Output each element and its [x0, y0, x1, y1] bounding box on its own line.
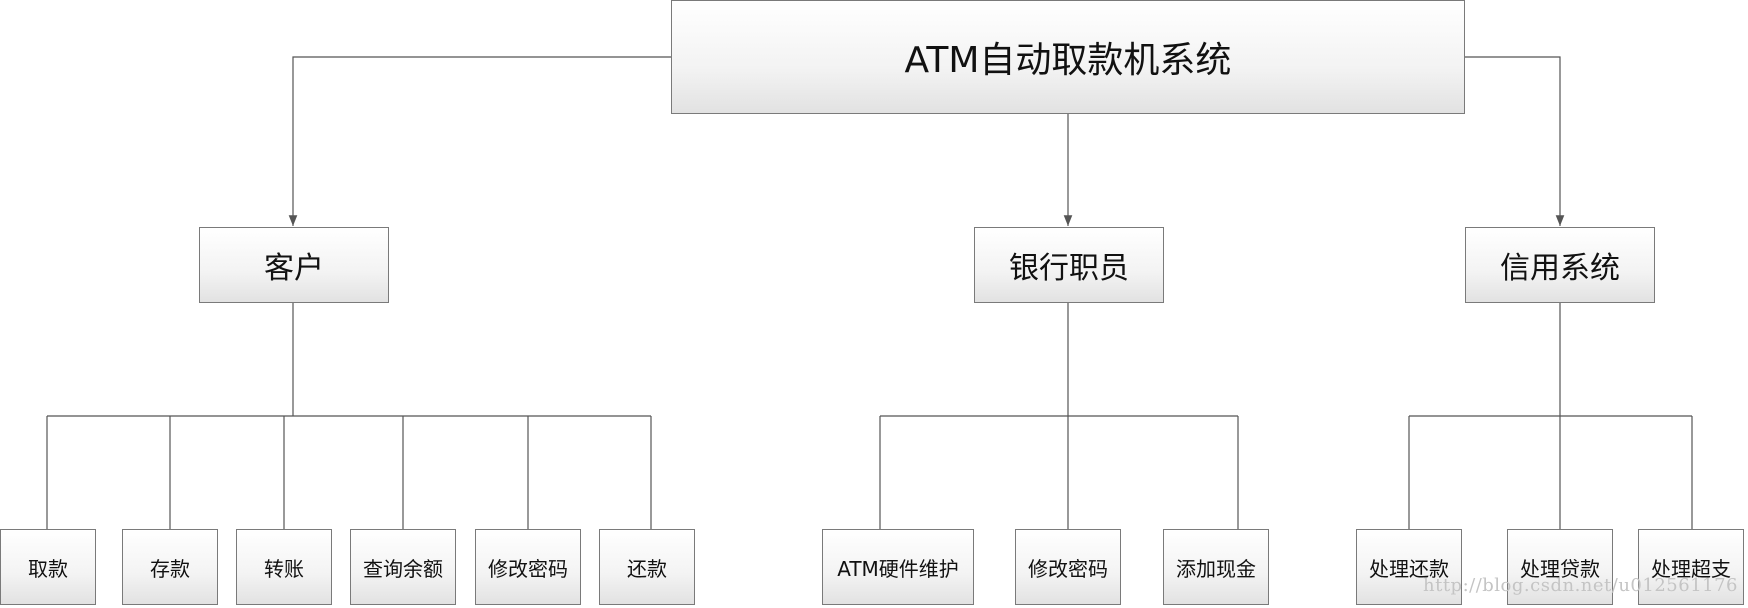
leaf-label: 修改密码: [488, 556, 568, 581]
connector-root-customer: [288, 56, 671, 226]
root-label: ATM自动取款机系统: [904, 40, 1232, 81]
root-node: ATM自动取款机系统: [671, 0, 1465, 114]
leaf-node: 修改密码: [1015, 529, 1121, 605]
leaf-label: ATM硬件维护: [837, 556, 959, 581]
leaf-label: 取款: [28, 556, 68, 581]
leaf-label: 查询余额: [363, 556, 443, 581]
leaf-label: 修改密码: [1028, 556, 1108, 581]
leaf-node: 处理贷款: [1507, 529, 1613, 605]
connector-root-credit: [1465, 56, 1565, 226]
leaf-label: 处理贷款: [1520, 556, 1600, 581]
leaf-node: 修改密码: [475, 529, 581, 605]
leaf-node: 取款: [0, 529, 96, 605]
leaf-label: 添加现金: [1176, 556, 1256, 581]
leaf-label: 存款: [150, 556, 190, 581]
leaf-node: 转账: [236, 529, 332, 605]
leaf-node: 存款: [122, 529, 218, 605]
branch-node-customer: 客户: [199, 227, 389, 303]
branch-label: 银行职员: [1009, 251, 1129, 286]
branch-label: 客户: [264, 251, 324, 286]
leaf-node: ATM硬件维护: [822, 529, 974, 605]
leaf-label: 还款: [627, 556, 667, 581]
leaf-node: 添加现金: [1163, 529, 1269, 605]
leaf-label: 处理还款: [1369, 556, 1449, 581]
watermark-url: http://blog.csdn.net/u012561176: [1423, 575, 1738, 596]
leaf-label: 处理超支: [1651, 556, 1731, 581]
leaf-node: 处理还款: [1356, 529, 1462, 605]
branch-label: 信用系统: [1500, 251, 1620, 286]
branch-node-credit: 信用系统: [1465, 227, 1655, 303]
leaf-node: 处理超支: [1638, 529, 1744, 605]
leaf-label: 转账: [264, 556, 304, 581]
leaf-node: 还款: [599, 529, 695, 605]
leaf-node: 查询余额: [350, 529, 456, 605]
branch-node-staff: 银行职员: [974, 227, 1164, 303]
